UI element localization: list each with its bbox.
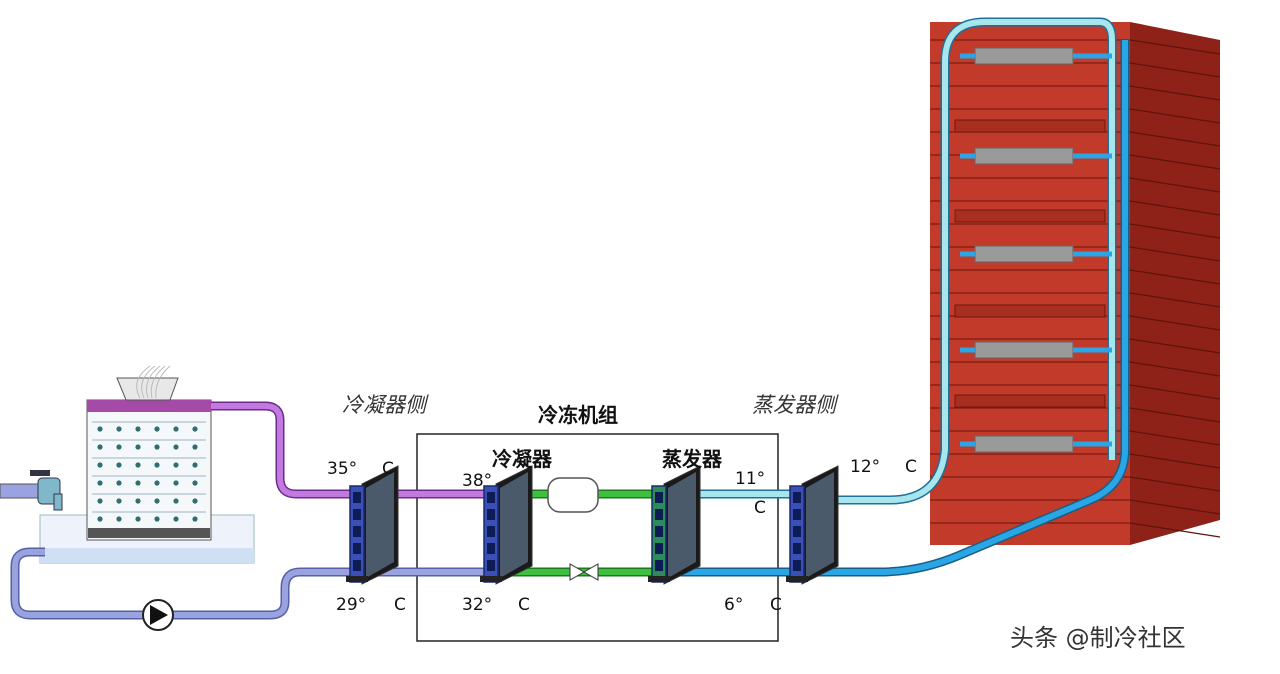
temp-32-unit: C: [518, 595, 530, 615]
temp-38: 38°: [462, 471, 492, 491]
temp-12: 12°: [850, 457, 880, 477]
building-front: [930, 22, 1130, 545]
tower-body: [86, 399, 212, 541]
fan-coil-branches: [960, 53, 1112, 447]
evaporator-side-label: 蒸发器侧: [752, 393, 839, 417]
temp-29-unit: C: [394, 595, 406, 615]
temp-12-unit: C: [905, 457, 917, 477]
fan-coil-unit: [974, 47, 1074, 65]
brick-lines: [930, 39, 1221, 538]
temp-11: 11°: [735, 469, 765, 489]
cooling-tower: [39, 365, 255, 564]
plate-heat-exchanger: [480, 465, 533, 585]
basin-water: [40, 548, 254, 563]
fan-coil-unit: [974, 435, 1074, 453]
evaporator-label: 蒸发器: [662, 447, 723, 471]
tower-fan-stack: [116, 377, 179, 401]
tower-louver: [88, 528, 210, 538]
plate-heat-exchanger: [346, 465, 399, 585]
temp-32: 32°: [462, 595, 492, 615]
tower-fill-media: [92, 365, 206, 522]
building: [930, 22, 1221, 545]
tower-top-hot-header: [87, 400, 211, 412]
temp-35-unit: C: [382, 459, 394, 479]
temp-6-unit: C: [770, 595, 782, 615]
temp-11-unit: C: [754, 498, 766, 518]
building-side: [1130, 22, 1220, 545]
temp-35: 35°: [327, 459, 357, 479]
fan-coil-unit: [974, 147, 1074, 165]
plate-heat-exchanger: [648, 465, 701, 585]
condenser-hot-pipe: [211, 403, 360, 497]
plate-heat-exchanger: [786, 465, 839, 585]
condenser-hot-pipe-outline: [211, 401, 360, 499]
fan-coil-unit: [974, 245, 1074, 263]
compressor: [547, 477, 599, 513]
chilled-supply-pipe: [805, 19, 1115, 503]
watermark: 头条 @制冷社区: [1010, 624, 1186, 652]
temp-29: 29°: [336, 595, 366, 615]
circulation-pump: [142, 599, 174, 631]
condenser-label: 冷凝器: [492, 447, 553, 471]
heat-exchangers: [346, 465, 839, 585]
condenser-side-label: 冷凝器侧: [342, 393, 429, 417]
chilled-return-pipe: [805, 40, 1128, 575]
fan-coil-units: [974, 47, 1074, 453]
chiller-unit-frame: [416, 433, 779, 642]
chiller-unit-label: 冷冻机组: [538, 403, 618, 427]
expansion-valve: [569, 563, 599, 581]
fan-coil-unit: [974, 341, 1074, 359]
makeup-water-faucet: [0, 470, 63, 511]
temp-6: 6°: [724, 595, 743, 615]
